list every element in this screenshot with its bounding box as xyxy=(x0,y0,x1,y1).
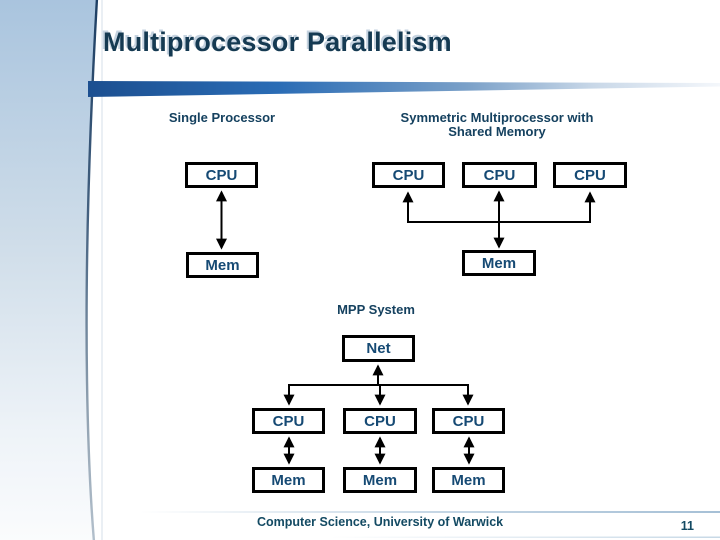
mpp-net-box: Net xyxy=(342,335,415,362)
footer-separator-line xyxy=(140,511,720,513)
footer-text: Computer Science, University of Warwick xyxy=(257,515,504,529)
left-gradient-band xyxy=(0,0,97,540)
smp-heading: Symmetric Multiprocessor with Shared Mem… xyxy=(377,111,617,139)
single-cpu-box: CPU xyxy=(185,162,258,188)
smp-heading-line1: Symmetric Multiprocessor with xyxy=(400,110,594,125)
mpp-cpu1-box: CPU xyxy=(252,408,325,434)
page-number: 11 xyxy=(680,519,694,533)
single-processor-heading: Single Processor xyxy=(168,110,276,125)
mpp-mem1-box: Mem xyxy=(252,467,325,493)
single-mem-box: Mem xyxy=(186,252,259,278)
mpp-mem3-box: Mem xyxy=(432,467,505,493)
mpp-cpu2-box: CPU xyxy=(343,408,417,434)
mpp-cpu3-box: CPU xyxy=(432,408,505,434)
smp-cpu2-box: CPU xyxy=(462,162,537,188)
smp-heading-line2: Shared Memory xyxy=(448,124,546,139)
bottom-edge-line xyxy=(330,536,720,538)
mpp-mem2-box: Mem xyxy=(343,467,417,493)
mpp-heading: MPP System xyxy=(337,302,415,317)
smp-cpu3-box: CPU xyxy=(553,162,627,188)
page-curve xyxy=(85,0,99,540)
smp-bus xyxy=(402,191,596,223)
mpp-bus xyxy=(283,384,474,406)
slide-title: Multiprocessor Parallelism xyxy=(103,27,452,57)
smp-mem-box: Mem xyxy=(462,250,536,276)
smp-cpu1-box: CPU xyxy=(372,162,445,188)
title-underline-bar xyxy=(88,81,720,97)
